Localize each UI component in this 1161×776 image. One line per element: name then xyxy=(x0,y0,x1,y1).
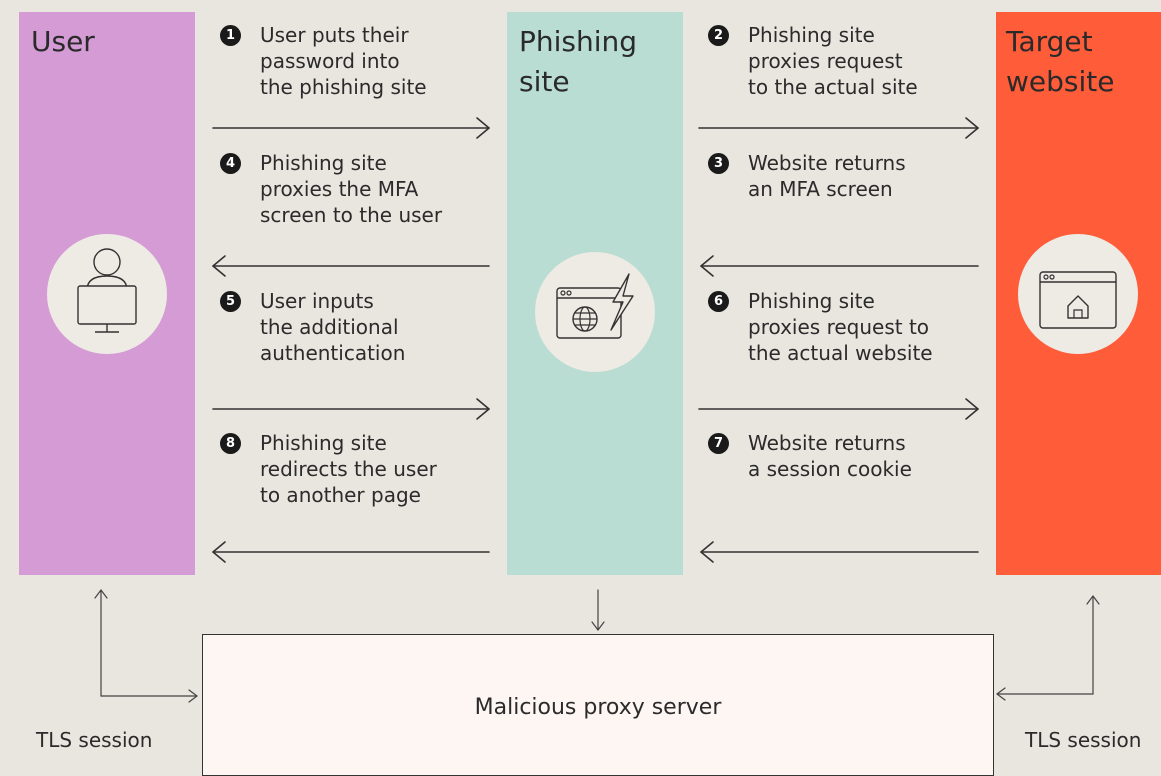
step-text: Phishing site redirects the user to anot… xyxy=(260,431,437,507)
phishing-icon-circle xyxy=(535,252,655,372)
phishing-column: Phishing site xyxy=(507,12,683,575)
arrow-left-step4 xyxy=(212,255,490,277)
step-text: Phishing site proxies the MFA screen to … xyxy=(260,151,443,227)
tls-connector-right xyxy=(996,595,1100,701)
user-computer-icon xyxy=(77,248,137,333)
arrow-left-step8 xyxy=(212,541,490,563)
user-icon-circle xyxy=(47,234,167,354)
user-title: User xyxy=(31,25,95,58)
arrow-left-step7 xyxy=(700,541,979,563)
target-title: Target website xyxy=(1006,25,1115,98)
step-text: Phishing site proxies request to the act… xyxy=(748,289,933,365)
proxy-label: Malicious proxy server xyxy=(474,695,722,720)
step-text: Website returns a session cookie xyxy=(748,431,912,481)
phishing-title: Phishing site xyxy=(519,25,638,98)
step-number-badge: 6 xyxy=(708,291,729,312)
step-number-badge: 7 xyxy=(708,433,729,454)
phishing-browser-globe-icon xyxy=(556,273,634,339)
target-column: Target website xyxy=(996,12,1161,575)
arrow-right-step6 xyxy=(698,398,979,420)
arrow-right-step5 xyxy=(212,398,490,420)
step-number-badge: 5 xyxy=(220,291,241,312)
step-number-badge: 4 xyxy=(220,153,241,174)
step-text: Phishing site proxies request to the act… xyxy=(748,23,918,99)
step-number-badge: 8 xyxy=(220,433,241,454)
tls-connector-left xyxy=(94,589,198,703)
step-text: Website returns an MFA screen xyxy=(748,151,906,201)
step-text: User inputs the additional authenticatio… xyxy=(260,289,406,365)
phishing-to-proxy-arrow xyxy=(591,589,605,631)
target-icon-circle xyxy=(1018,234,1138,354)
browser-home-icon xyxy=(1039,271,1117,329)
arrow-left-step3 xyxy=(700,255,979,277)
tls-session-left-label: TLS session xyxy=(36,728,153,752)
tls-session-right-label: TLS session xyxy=(1025,728,1142,752)
arrow-right-step1 xyxy=(212,117,490,139)
arrow-right-step2 xyxy=(698,117,979,139)
user-column: User xyxy=(19,12,195,575)
step-text: User puts their password into the phishi… xyxy=(260,23,427,99)
step-number-badge: 3 xyxy=(708,153,729,174)
step-number-badge: 2 xyxy=(708,25,729,46)
step-number-badge: 1 xyxy=(220,25,241,46)
malicious-proxy-server-box: Malicious proxy server xyxy=(202,634,994,776)
